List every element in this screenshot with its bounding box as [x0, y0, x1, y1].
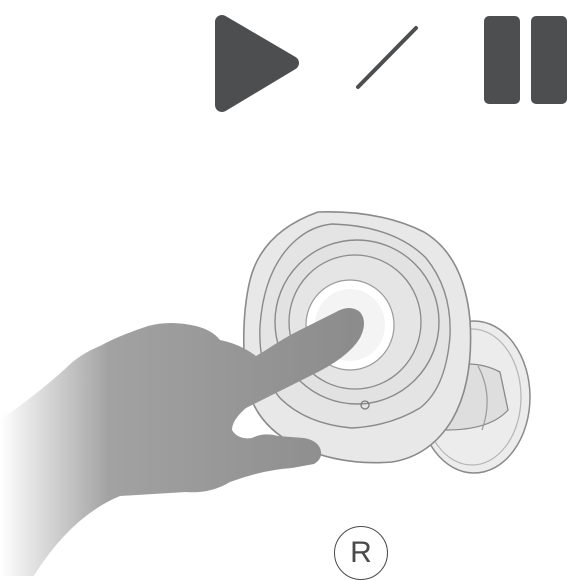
- pause-icon[interactable]: [484, 16, 567, 104]
- hand-pointing: [0, 308, 364, 576]
- r-badge: R: [334, 526, 388, 580]
- play-icon[interactable]: [222, 22, 292, 105]
- slash-icon: [358, 28, 416, 87]
- r-badge-label: R: [350, 536, 372, 570]
